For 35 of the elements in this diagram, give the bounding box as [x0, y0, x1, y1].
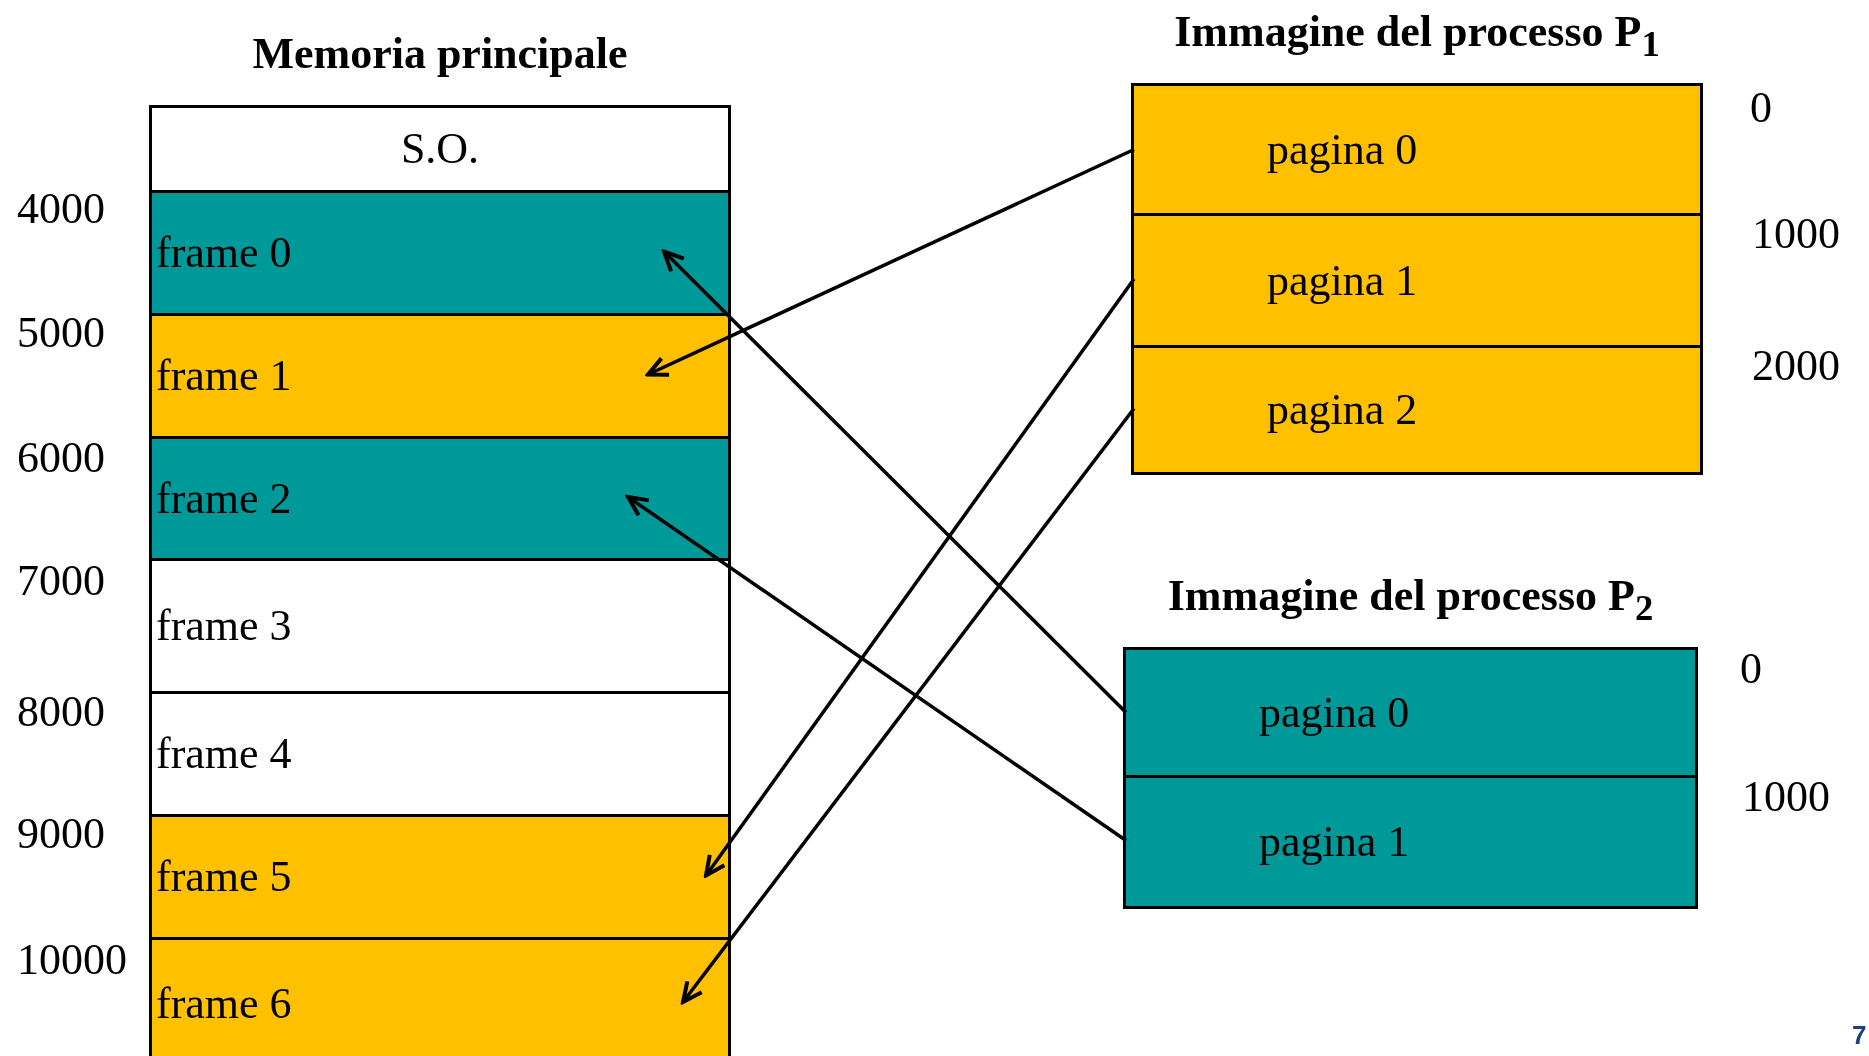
row-label: pagina 2: [1267, 388, 1418, 432]
address-label: 9000: [17, 812, 105, 856]
address-label: 4000: [17, 187, 105, 231]
address-label: 1000: [1752, 212, 1840, 256]
address-label: 0: [1740, 647, 1762, 691]
row-label: pagina 1: [1259, 820, 1410, 864]
page-number: 7: [1852, 1022, 1867, 1048]
memory-frame-row: [152, 190, 728, 313]
address-label: 0: [1750, 86, 1772, 130]
row-label: S.O.: [400, 127, 480, 171]
memory-frame-row: [152, 814, 728, 937]
address-label: 1000: [1742, 775, 1830, 819]
row-label: frame 6: [156, 981, 292, 1026]
section-heading: Immagine del processo P$_{1}$: [1174, 10, 1660, 63]
section-heading: Memoria principale: [252, 32, 628, 76]
row-label: frame 2: [156, 476, 292, 521]
row-label: frame 4: [156, 732, 292, 776]
row-label: pagina 0: [1259, 690, 1410, 735]
memory-frame-row: [152, 313, 728, 436]
address-label: 7000: [17, 559, 105, 603]
row-label: frame 1: [156, 354, 292, 398]
address-label: 5000: [17, 311, 105, 355]
memory-frame-row: [152, 937, 728, 1056]
row-label: frame 5: [156, 855, 292, 899]
memory-frame-row: [152, 436, 728, 558]
address-label: 6000: [17, 436, 105, 480]
address-label: 2000: [1752, 344, 1840, 388]
row-label: frame 3: [156, 604, 292, 648]
row-label: pagina 1: [1267, 258, 1418, 303]
row-label: frame 0: [156, 231, 292, 275]
row-label: pagina 0: [1267, 127, 1418, 172]
arrow: [662, 249, 1128, 714]
section-heading: Immagine del processo P$_{2}$: [1167, 574, 1654, 627]
address-label: 8000: [17, 690, 105, 734]
address-label: 10000: [17, 938, 127, 982]
